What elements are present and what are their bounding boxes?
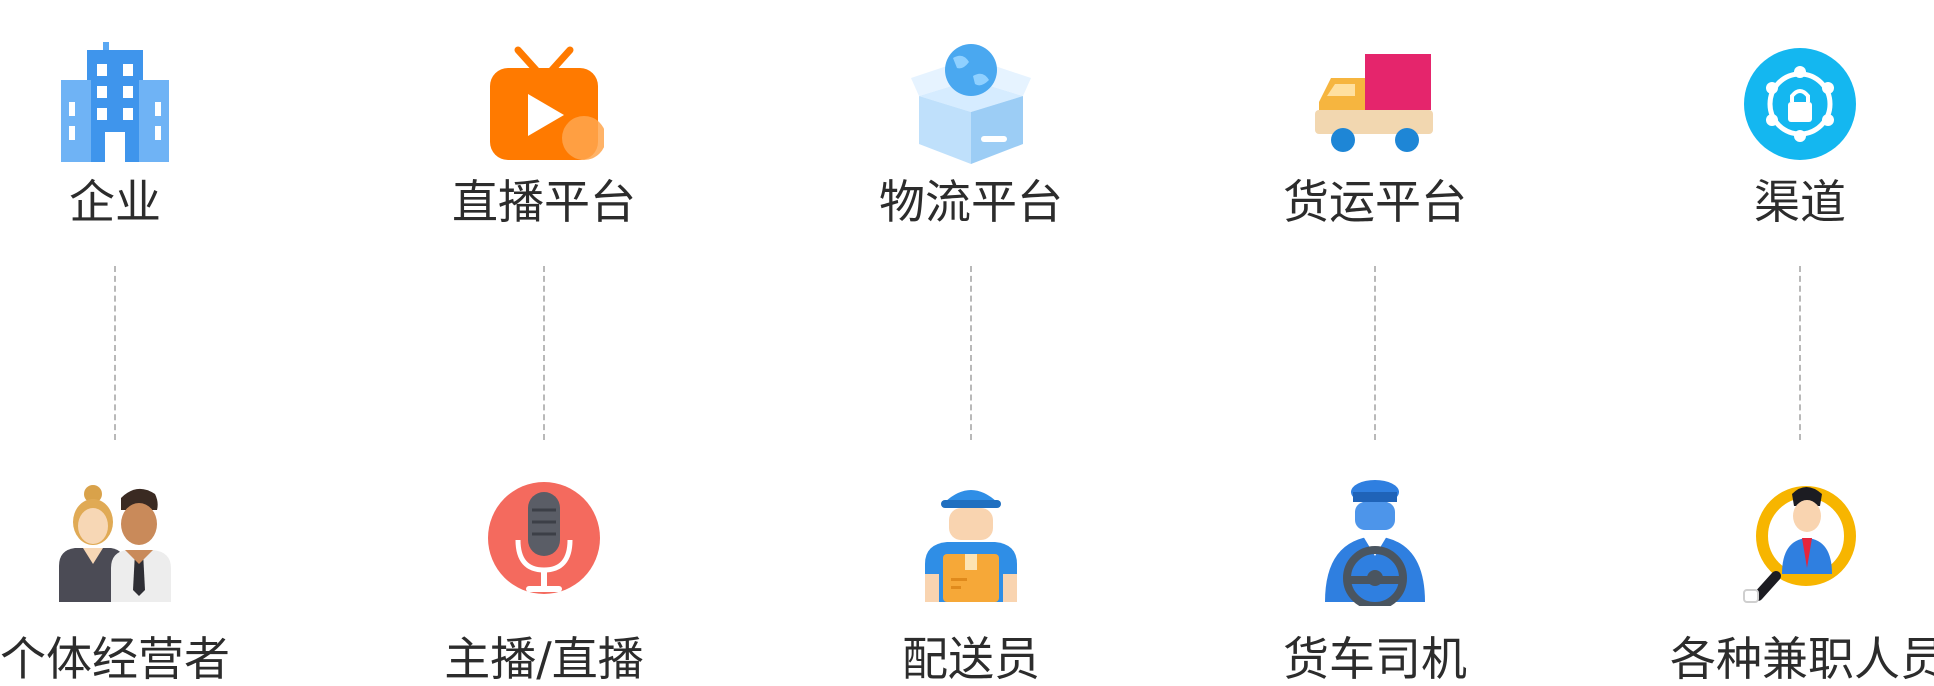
truck-icon (1315, 40, 1435, 165)
job-search-icon (1740, 478, 1860, 606)
column-freight-platform: 货运平台 货车司机 (1245, 0, 1505, 684)
column-live-platform: 直播平台 主播/直播 (414, 0, 674, 684)
label-freight-platform: 货运平台 (1283, 175, 1467, 229)
dashed-connector (1799, 266, 1801, 440)
column-enterprise: 企业 个体经营者 (0, 0, 245, 684)
microphone-icon (484, 478, 604, 606)
label-sole-proprietor: 个体经营者 (0, 632, 230, 686)
truck-driver-icon (1315, 478, 1435, 606)
dashed-connector (1374, 266, 1376, 440)
label-live-platform: 直播平台 (452, 175, 636, 229)
column-logistics-platform: 物流平台 配送员 (841, 0, 1101, 684)
dashed-connector (970, 266, 972, 440)
business-people-icon (55, 478, 175, 606)
column-channel: 渠道 各种兼职人员 (1670, 0, 1934, 686)
label-logistics-platform: 物流平台 (879, 175, 1063, 229)
label-enterprise: 企业 (69, 175, 161, 229)
network-lock-icon (1740, 40, 1860, 165)
label-courier: 配送员 (902, 632, 1040, 686)
label-truck-driver: 货车司机 (1283, 632, 1467, 686)
delivery-man-icon (911, 478, 1031, 606)
label-channel: 渠道 (1754, 175, 1846, 229)
globe-box-icon (911, 40, 1031, 165)
building-icon (55, 40, 175, 165)
tv-play-icon (484, 40, 604, 165)
dashed-connector (543, 266, 545, 440)
label-streamer: 主播/直播 (444, 632, 644, 686)
dashed-connector (114, 266, 116, 440)
label-part-time-workers: 各种兼职人员 (1670, 632, 1934, 686)
